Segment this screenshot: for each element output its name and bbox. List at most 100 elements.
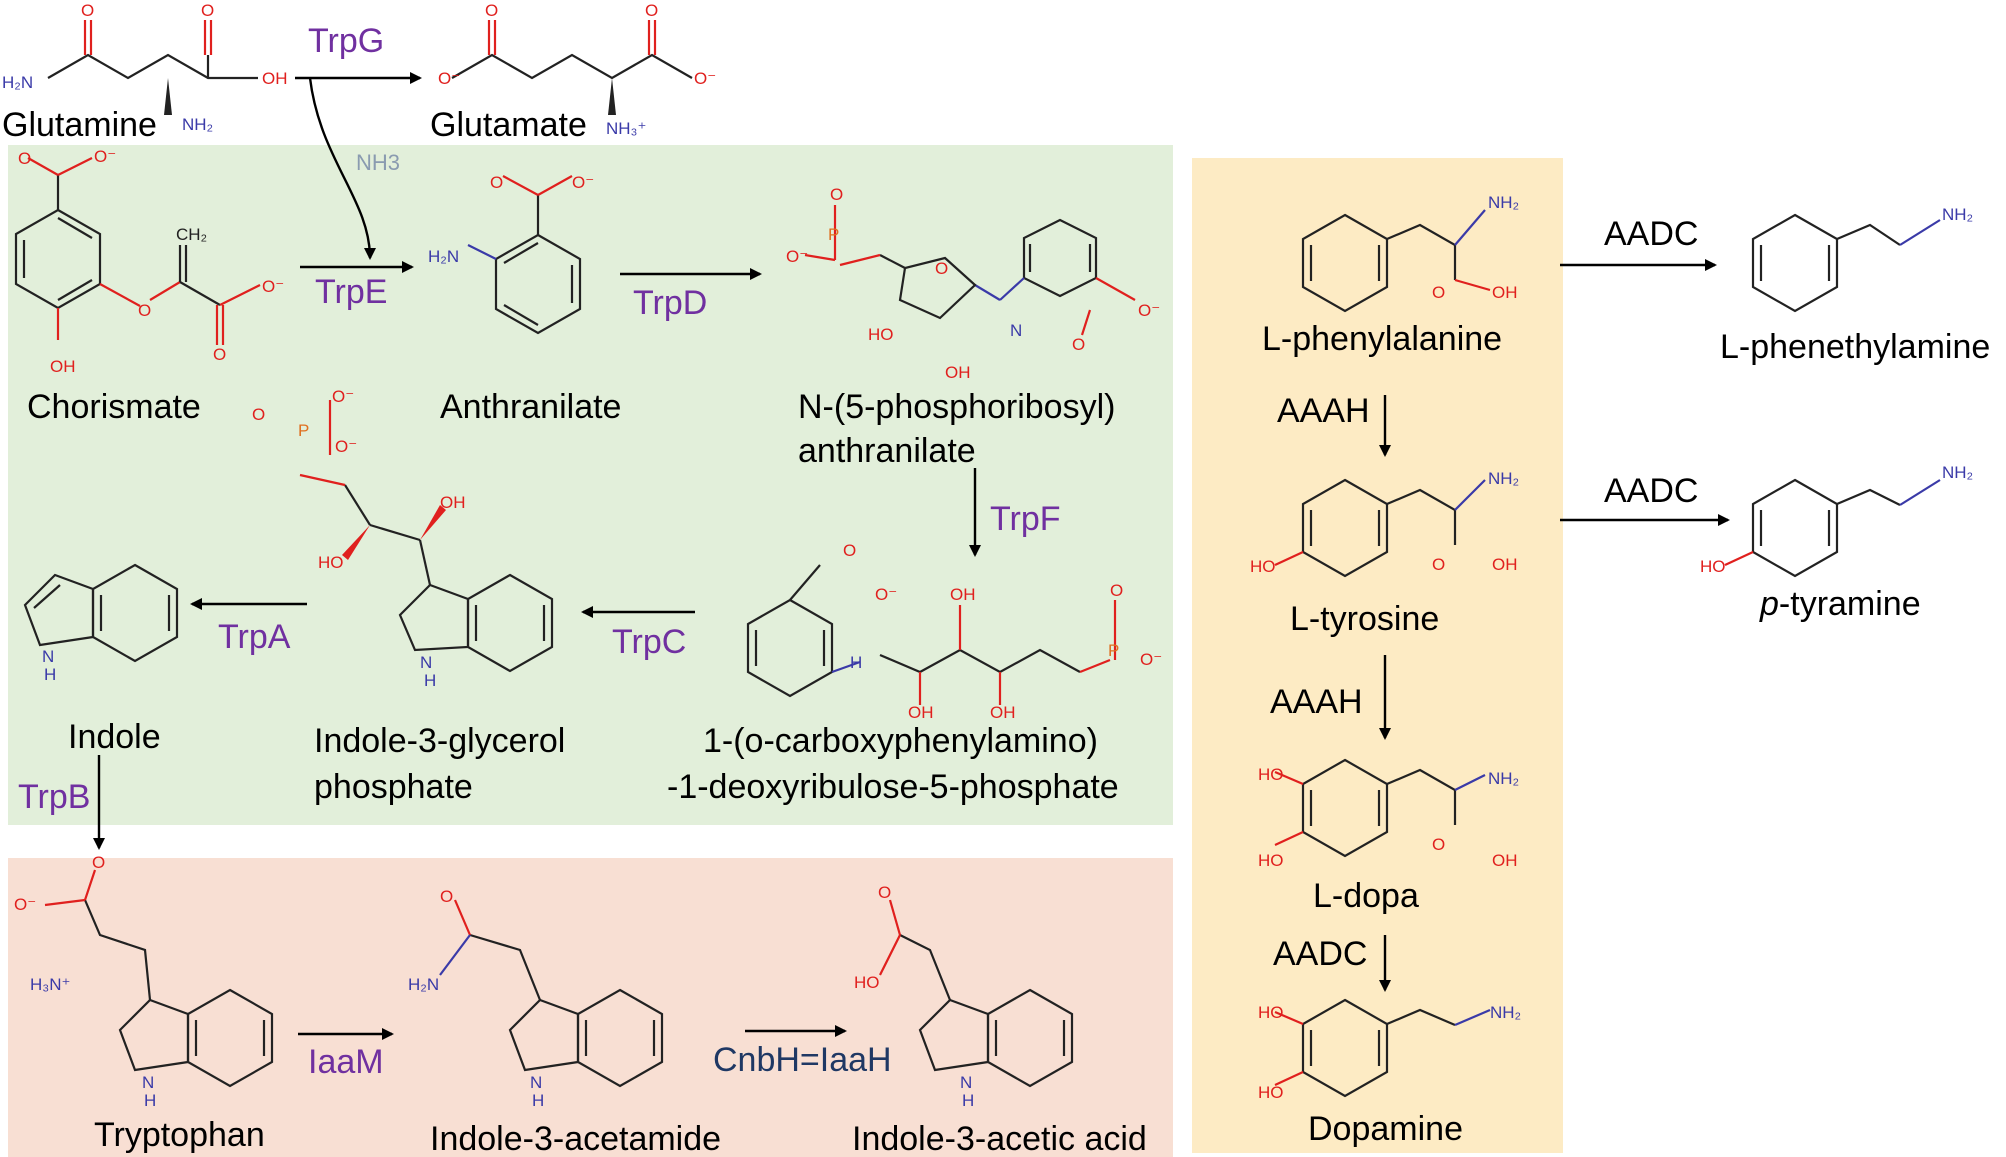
atom-label: N: [530, 1073, 542, 1092]
atom-label: O: [1432, 283, 1445, 302]
atom-label: H₂N: [2, 73, 33, 92]
atom-label: O: [18, 149, 31, 168]
atom-label: O⁻: [14, 895, 36, 914]
compound-name-glutamate: Glutamate: [430, 106, 587, 144]
atom-label: HO: [1258, 851, 1284, 870]
iaa-structure: [879, 899, 1074, 1088]
atom-label: NH₂: [1488, 469, 1519, 488]
atom-label: H₂N: [428, 247, 459, 266]
anthranilate-structure: [467, 175, 582, 335]
trp-biosynthesis-panel: [8, 145, 1173, 825]
chorismate-structure: [14, 157, 261, 345]
atom-label: NH₂: [1488, 769, 1519, 788]
atom-label: O: [485, 1, 498, 20]
atom-label: OH: [262, 69, 288, 88]
atom-label: OH: [1492, 283, 1518, 302]
atom-label: O: [490, 173, 503, 192]
compound-name-iaa: Indole-3-acetic acid: [852, 1120, 1147, 1157]
glutamine-structure: [47, 20, 258, 115]
atom-label: P: [828, 225, 839, 244]
arrow-nh3: [308, 77, 376, 260]
atom-label: N: [420, 653, 432, 672]
atom-label: O: [201, 1, 214, 20]
atom-label: O⁻: [1140, 650, 1162, 669]
side-label-nh3: NH3: [356, 150, 400, 175]
atom-label: O: [1072, 335, 1085, 354]
atom-label: O: [878, 883, 891, 902]
enzyme-label-cnbh: CnbH=IaaH: [713, 1041, 892, 1079]
indole-structure: [23, 563, 179, 663]
enzyme-label-trpb: TrpB: [18, 778, 90, 816]
compound-name-igp-line2: phosphate: [314, 768, 473, 806]
compound-name-igp-line1: Indole-3-glycerol: [314, 722, 565, 760]
atom-label: O⁻: [335, 437, 357, 456]
atom-label: N: [142, 1073, 154, 1092]
atom-label: O: [138, 301, 151, 320]
atom-label: O: [1110, 581, 1123, 600]
atom-label: O⁻: [262, 277, 284, 296]
compound-name-pea: L-phenethylamine: [1720, 328, 1990, 366]
dopa-structure: [1274, 758, 1486, 858]
atom-label: HO: [1258, 1003, 1284, 1022]
cdrp-structure: [746, 564, 1117, 705]
enzyme-label-aaah-2: AAAH: [1270, 683, 1363, 721]
atom-label: OH: [950, 585, 976, 604]
enzyme-label-trpf: TrpF: [990, 500, 1061, 538]
atom-label: O: [213, 345, 226, 364]
compound-name-prpa-line2: anthranilate: [798, 432, 976, 470]
atom-label: NH₂: [182, 115, 213, 134]
atom-label: H: [962, 1091, 974, 1110]
compound-name-tyr: L-tyrosine: [1290, 600, 1439, 638]
aromatic-amine-panel: [1192, 158, 1563, 1153]
compound-name-glutamine: Glutamine: [2, 106, 157, 144]
enzyme-label-trpg: TrpG: [308, 22, 384, 60]
atom-label: HO: [868, 325, 894, 344]
glutamate-structure: [451, 20, 693, 115]
atom-label: P: [1108, 641, 1119, 660]
atom-label: O⁻: [786, 247, 808, 266]
enzyme-label-trpa: TrpA: [218, 618, 291, 656]
atom-label: O⁻: [332, 387, 354, 406]
atom-label: O: [1432, 555, 1445, 574]
atom-label: H: [44, 665, 56, 684]
atom-label: O⁻: [875, 585, 897, 604]
atom-label: OH: [908, 703, 934, 722]
atom-label: O⁻: [1138, 301, 1160, 320]
atom-label: HO: [1258, 1083, 1284, 1102]
tyramine-italic-prefix: p: [1759, 585, 1779, 623]
atom-label: H₂N: [408, 975, 439, 994]
atom-label: O: [92, 853, 105, 872]
atom-label: O⁻: [694, 69, 716, 88]
atom-label: N: [42, 647, 54, 666]
atom-label: H: [532, 1091, 544, 1110]
atom-label: O⁻: [94, 147, 116, 166]
atom-label: O⁻: [572, 173, 594, 192]
igp-structure: [299, 400, 554, 673]
atom-label: NH₂: [1490, 1003, 1521, 1022]
compound-name-dopa: L-dopa: [1313, 877, 1419, 915]
atom-label: OH: [945, 363, 971, 382]
compound-name-chorismate: Chorismate: [27, 388, 201, 426]
atom-label: H: [850, 653, 862, 672]
atom-label: OH: [990, 703, 1016, 722]
atom-label: O: [81, 1, 94, 20]
atom-label: NH₃⁺: [606, 119, 646, 138]
atom-label: NH₂: [1942, 205, 1973, 224]
atom-label: HO: [1250, 557, 1276, 576]
atom-label: O: [843, 541, 856, 560]
compound-name-tryptophan: Tryptophan: [94, 1116, 265, 1154]
compound-name-phe: L-phenylalanine: [1262, 320, 1502, 358]
compound-name-anthranilate: Anthranilate: [440, 388, 621, 426]
atom-label: O: [645, 1, 658, 20]
atom-label: P: [298, 421, 309, 440]
atom-label: HO: [1258, 765, 1284, 784]
atom-label: OH: [440, 493, 466, 512]
tyramine-name-rest: -tyramine: [1779, 585, 1921, 623]
atom-label: O⁻: [438, 69, 460, 88]
phenethylamine-structure: [1751, 213, 1941, 313]
enzyme-label-iaam: IaaM: [308, 1043, 384, 1081]
compound-name-dopamine: Dopamine: [1308, 1110, 1463, 1148]
enzyme-label-trpd: TrpD: [633, 284, 707, 322]
enzyme-label-aaah-1: AAAH: [1277, 392, 1370, 430]
